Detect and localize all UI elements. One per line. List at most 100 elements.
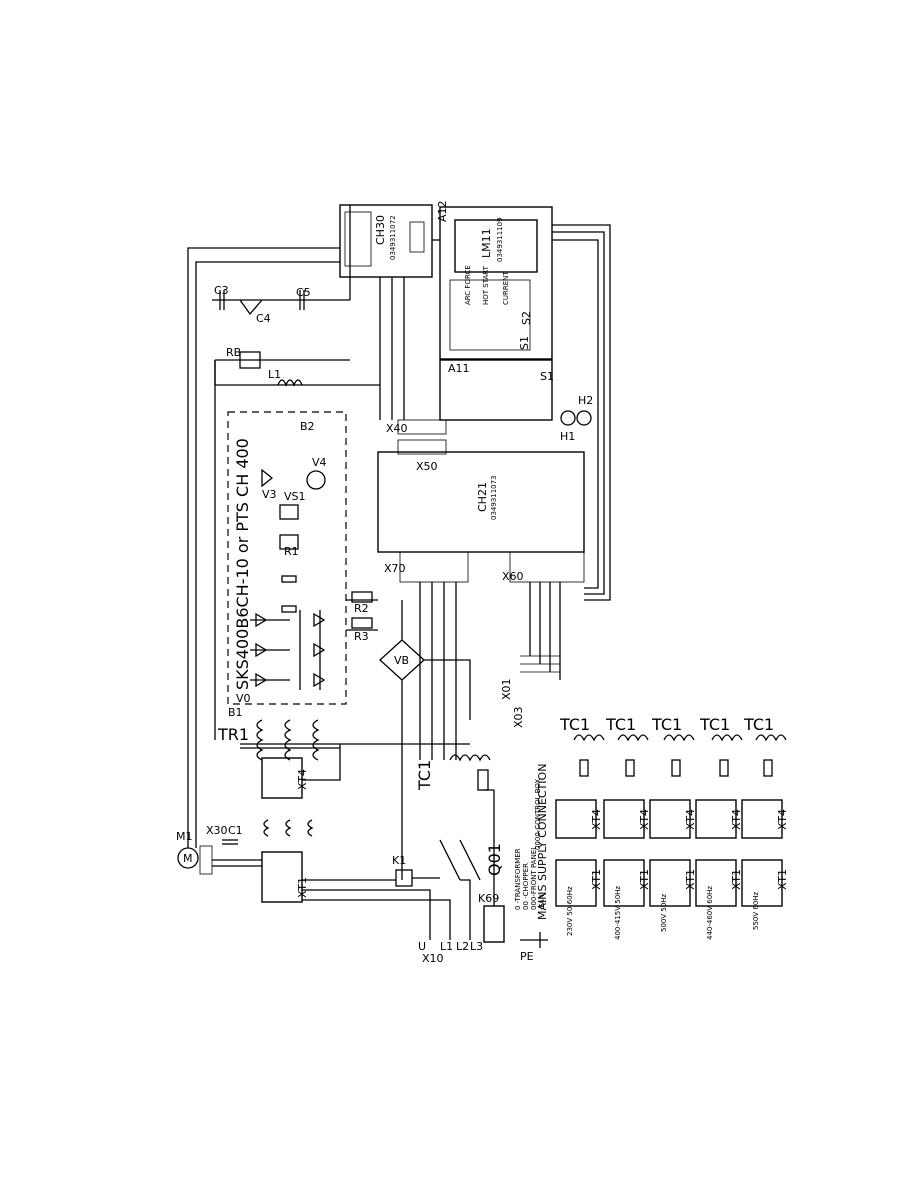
svg-text:L3: L3 [470,940,483,953]
svg-text:PE: PE [520,950,534,963]
svg-text:V4: V4 [312,456,327,469]
r2-r3: R2 R3 [351,591,373,643]
svg-text:C3: C3 [214,284,229,297]
voltage-variant: TC1 XT1 XT4 550V 60Hz [741,715,789,930]
svg-text:CURRENT: CURRENT [502,271,510,305]
svg-text:TC1: TC1 [605,715,636,734]
power-module: SKS400B6CH-10 or PTS CH 400 R1 VS1 V3 V4… [227,411,347,705]
svg-text:VB: VB [394,654,409,667]
ch21-board: CH21 0349311073 X70 X60 [377,451,585,583]
svg-text:XT1: XT1 [638,869,651,890]
svg-text:X30: X30 [206,824,228,837]
svg-text:S1: S1 [540,370,554,383]
svg-text:ARC FORCE: ARC FORCE [464,265,472,305]
svg-text:000-FRONT PANEL: 000-FRONT PANEL [530,846,538,910]
svg-text:0349311109: 0349311109 [496,217,504,262]
svg-text:H1: H1 [560,430,575,443]
tc1-main: TC1 [415,754,491,791]
svg-text:K69: K69 [478,892,499,905]
svg-text:0000-CONTROL BOX: 0000-CONTROL BOX [534,779,542,850]
svg-text:K1: K1 [392,854,406,867]
svg-text:SKS400B6CH-10 or PTS CH 400: SKS400B6CH-10 or PTS CH 400 [233,438,252,690]
svg-text:C5: C5 [296,286,311,299]
svg-text:X03: X03 [512,706,525,728]
svg-text:XT1: XT1 [684,869,697,890]
svg-text:00 -CHOPPER: 00 -CHOPPER [522,863,530,910]
svg-text:M: M [183,852,193,865]
svg-text:TC1: TC1 [743,715,774,734]
svg-text:V3: V3 [262,488,277,501]
svg-text:X60: X60 [502,570,524,583]
svg-text:CH30: CH30 [374,215,387,245]
svg-text:0349311072: 0349311072 [389,215,397,260]
ch30-board: CH30 0349311072 [339,204,433,278]
svg-text:S2: S2 [520,311,533,325]
voltage-variant: TC1 XT1 XT4 230V 50-60Hz [555,715,605,936]
svg-text:MAINS SUPPLY CONNECTION: MAINS SUPPLY CONNECTION [536,764,549,920]
svg-text:C4: C4 [256,312,271,325]
voltage-variant: TC1 XT1 XT4 440-460V 60Hz [695,715,743,940]
svg-text:U: U [418,940,426,953]
connectors-x40-x50: X40 X50 A11 S1 H1 H2 [386,359,593,473]
svg-text:550V 60Hz: 550V 60Hz [752,891,760,930]
svg-text:A12: A12 [436,200,449,222]
mains-switch: K1 Q01 K69 X10 U L1 L2 L3 PE [392,839,534,965]
svg-text:HOT START: HOT START [482,265,490,305]
svg-text:R3: R3 [354,630,369,643]
svg-text:R2: R2 [354,602,369,615]
svg-text:XT1: XT1 [730,869,743,890]
svg-text:RB: RB [226,346,241,359]
svg-text:TR1: TR1 [217,725,249,744]
svg-text:XT1: XT1 [776,869,789,890]
svg-text:X40: X40 [386,422,408,435]
svg-text:S1: S1 [518,336,531,350]
svg-text:0349311073: 0349311073 [490,475,498,520]
svg-text:H2: H2 [578,394,593,407]
rb-l1: RB L1 [215,346,380,387]
svg-text:L2: L2 [456,940,469,953]
svg-text:LM11: LM11 [480,228,493,258]
svg-text:XT1: XT1 [296,877,309,898]
svg-text:TC1: TC1 [559,715,590,734]
svg-text:TC1: TC1 [415,760,434,791]
svg-text:X70: X70 [384,562,406,575]
svg-text:CH21: CH21 [476,482,489,512]
svg-text:500V 50Hz: 500V 50Hz [660,893,668,932]
fan-motor: M M1 X30 C1 [176,824,243,875]
svg-text:VS1: VS1 [284,490,306,503]
svg-text:L1: L1 [268,368,281,381]
svg-text:C1: C1 [228,824,243,837]
svg-text:230V 50-60Hz: 230V 50-60Hz [566,886,574,936]
wiring [187,205,611,948]
legend: 0 -TRANSFORMER 00 -CHOPPER 000-FRONT PAN… [514,764,549,920]
svg-text:XT4: XT4 [776,809,789,830]
svg-text:XT4: XT4 [638,809,651,830]
svg-text:XT4: XT4 [684,809,697,830]
voltage-variant: TC1 XT1 XT4 400-415V 50Hz [603,715,651,940]
svg-text:XT4: XT4 [730,809,743,830]
svg-text:XT1: XT1 [590,869,603,890]
svg-text:R1: R1 [284,545,299,558]
x01-x03: X01 X03 [500,655,560,728]
svg-text:400-415V 50Hz: 400-415V 50Hz [614,886,622,940]
transformer-tr1: TR1 B1 [217,706,340,761]
svg-text:X50: X50 [416,460,438,473]
svg-text:XT4: XT4 [590,809,603,830]
svg-text:440-460V 60Hz: 440-460V 60Hz [706,886,714,940]
svg-text:A11: A11 [448,362,470,375]
a12-panel: A12 LM11 0349311109 ARC FORCE HOT START … [436,200,553,360]
svg-text:L1: L1 [440,940,453,953]
svg-text:V0: V0 [236,692,251,705]
svg-text:TC1: TC1 [699,715,730,734]
svg-text:M1: M1 [176,830,193,843]
svg-text:0 -TRANSFORMER: 0 -TRANSFORMER [514,848,522,910]
svg-text:B1: B1 [228,706,243,719]
svg-text:TC1: TC1 [651,715,682,734]
voltage-variant: TC1 XT1 XT4 500V 50Hz [649,715,697,932]
svg-text:X01: X01 [500,678,513,700]
svg-text:-FAN: -FAN [538,894,546,910]
capacitor-strip: C3 C4 C5 [212,284,350,325]
vb-bridge: VB [379,639,425,681]
svg-text:X10: X10 [422,952,444,965]
